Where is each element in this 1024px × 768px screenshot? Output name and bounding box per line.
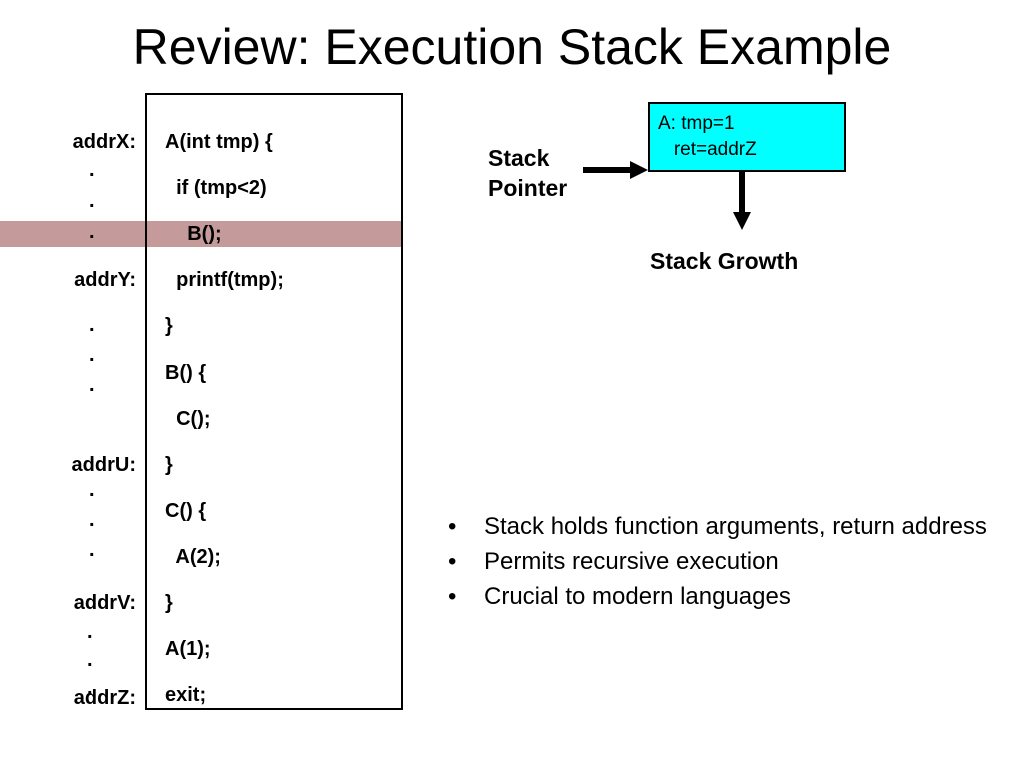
ellipsis-dot: . bbox=[87, 621, 93, 643]
code-line: } bbox=[165, 315, 173, 337]
code-line: C(); bbox=[165, 408, 211, 430]
code-line: C() { bbox=[165, 500, 207, 522]
ellipsis-dot: . bbox=[87, 649, 93, 671]
bullet-mark: • bbox=[448, 583, 457, 610]
ellipsis-dot: . bbox=[89, 159, 95, 181]
list-item: • Permits recursive execution bbox=[448, 549, 1008, 575]
list-item: • Crucial to modern languages bbox=[448, 584, 1008, 610]
code-line: B(); bbox=[165, 223, 222, 245]
list-item: • Stack holds function arguments, return… bbox=[448, 514, 1008, 540]
stack-pointer-label: Stack Pointer bbox=[488, 143, 567, 203]
address-label-addrV: addrV: bbox=[73, 592, 136, 614]
ellipsis-dot: . bbox=[89, 539, 95, 561]
stack-growth-label: Stack Growth bbox=[650, 248, 799, 274]
code-line: exit; bbox=[165, 684, 207, 706]
bullet-text: Stack holds function arguments, return a… bbox=[484, 513, 987, 540]
stack-frame-line: ret=addrZ bbox=[658, 139, 757, 160]
code-line: A(int tmp) { bbox=[165, 131, 273, 153]
code-line: B() { bbox=[165, 362, 207, 384]
ellipsis-dot: . bbox=[87, 677, 93, 699]
stack-growth-arrow bbox=[733, 171, 751, 230]
address-label-addrY: addrY: bbox=[74, 269, 136, 291]
code-line: A(1); bbox=[165, 638, 211, 660]
ellipsis-dot: . bbox=[89, 221, 95, 243]
address-label-addrX: addrX: bbox=[72, 131, 136, 153]
stack-pointer-label-line: Pointer bbox=[488, 175, 568, 201]
slide-title: Review: Execution Stack Example bbox=[132, 19, 892, 75]
stack-frame-line: A: tmp=1 bbox=[658, 113, 735, 134]
code-line: printf(tmp); bbox=[165, 269, 284, 291]
bullet-text: Permits recursive execution bbox=[484, 548, 779, 575]
ellipsis-dot: . bbox=[89, 190, 95, 212]
ellipsis-dot: . bbox=[89, 314, 95, 336]
ellipsis-dot: . bbox=[89, 374, 95, 396]
stack-frame-box: A: tmp=1 ret=addrZ bbox=[648, 102, 846, 172]
ellipsis-dot: . bbox=[89, 479, 95, 501]
current-line-highlight bbox=[0, 221, 402, 247]
stack-pointer-arrow bbox=[583, 161, 648, 179]
address-label-addrZ: addrZ: bbox=[73, 687, 136, 709]
bullet-mark: • bbox=[448, 513, 457, 540]
stack-pointer-label-line: Stack bbox=[488, 145, 550, 171]
bullet-text: Crucial to modern languages bbox=[484, 583, 791, 610]
code-line: } bbox=[165, 592, 173, 614]
bullet-list: • Stack holds function arguments, return… bbox=[448, 514, 1008, 619]
ellipsis-dot: . bbox=[89, 344, 95, 366]
bullet-mark: • bbox=[448, 548, 457, 575]
code-line: if (tmp<2) bbox=[165, 177, 267, 199]
code-line: } bbox=[165, 454, 173, 476]
code-line: A(2); bbox=[165, 546, 221, 568]
ellipsis-dot: . bbox=[89, 509, 95, 531]
address-label-addrU: addrU: bbox=[71, 454, 136, 476]
code-listing-box bbox=[145, 93, 403, 710]
